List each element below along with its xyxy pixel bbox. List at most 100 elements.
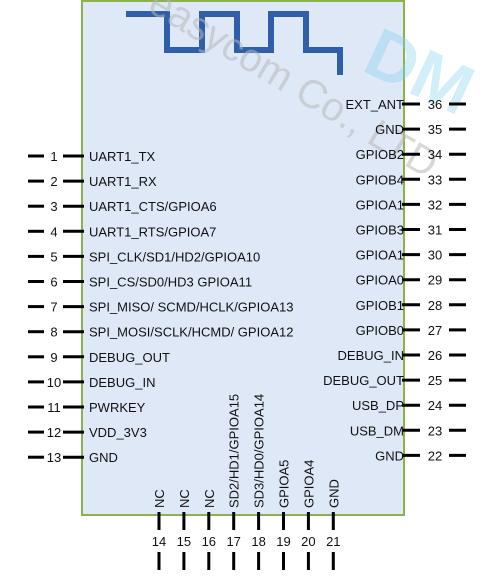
module-body — [81, 0, 405, 516]
pin-number: 12 — [47, 425, 61, 440]
pin-number: 18 — [251, 534, 265, 549]
pin-label: GPIOB1 — [356, 298, 404, 313]
pin-label: UART1_CTS/GPIOA6 — [89, 199, 217, 214]
bottom-pin: 19 GPIOA5 — [276, 460, 292, 570]
pin-number: 7 — [50, 300, 57, 315]
left-pin: 13 GND — [28, 450, 118, 465]
pin-number: 8 — [50, 325, 57, 340]
pin-number: 23 — [428, 423, 442, 438]
pin-label: SPI_CLK/SD1/HD2/GPIOA10 — [89, 249, 260, 264]
pin-number: 3 — [50, 199, 57, 214]
pin-label: GPIOA5 — [277, 460, 292, 508]
left-pin: 10 DEBUG_IN — [28, 375, 155, 390]
pin-label: GPIOA1 — [356, 248, 404, 263]
pin-number: 28 — [428, 298, 442, 313]
right-pin: 30 GPIOA1 — [356, 248, 466, 263]
left-pin: 9 DEBUG_OUT — [28, 350, 170, 365]
right-pin: 23 USB_DM — [350, 423, 466, 438]
pin-label: SPI_MISO/ SCMD/HCLK/GPIOA13 — [89, 300, 293, 315]
pin-label: GPIOA4 — [301, 460, 316, 508]
pin-number: 13 — [47, 450, 61, 465]
pin-label: GND — [89, 450, 118, 465]
pin-number: 21 — [326, 534, 340, 549]
right-pin: 27 GPIOB0 — [356, 323, 466, 338]
pin-number: 9 — [50, 350, 57, 365]
pin-number: 25 — [428, 373, 442, 388]
pin-number: 22 — [428, 448, 442, 463]
right-pin: 28 GPIOB1 — [356, 298, 466, 313]
pin-number: 36 — [428, 97, 442, 112]
bottom-pin: 17 SD2/HD1/GPIOA15 — [226, 394, 242, 570]
pin-number: 20 — [301, 534, 315, 549]
left-pin: 6 SPI_CS/SD0/HD3 GPIOA11 — [28, 275, 252, 290]
pin-label: GND — [375, 122, 404, 137]
pin-label: GPIOA0 — [356, 273, 404, 288]
pin-number: 4 — [50, 224, 57, 239]
right-pin: 29 GPIOA0 — [356, 273, 466, 288]
pin-number: 19 — [276, 534, 290, 549]
pin-label: SPI_MOSI/SCLK/HCMD/ GPIOA12 — [89, 325, 293, 340]
pin-number: 2 — [50, 174, 57, 189]
pin-number: 5 — [50, 249, 57, 264]
left-pin: 5 SPI_CLK/SD1/HD2/GPIOA10 — [28, 249, 260, 264]
pin-label: GND — [375, 448, 404, 463]
bottom-pin: 18 SD3/HD0/GPIOA14 — [251, 394, 267, 570]
pin-label: UART1_TX — [89, 149, 156, 164]
pin-number: 30 — [428, 248, 442, 263]
pin-label: SD2/HD1/GPIOA15 — [227, 394, 242, 508]
left-pin: 7 SPI_MISO/ SCMD/HCLK/GPIOA13 — [28, 300, 293, 315]
left-pin: 1 UART1_TX — [28, 149, 156, 164]
pin-label: GPIOB3 — [356, 223, 404, 238]
left-pin: 3 UART1_CTS/GPIOA6 — [28, 199, 217, 214]
right-pins: 36EXT_ANT35GND34GPIOB233GPIOB432GPIOA131… — [323, 97, 466, 463]
pin-number: 11 — [47, 400, 61, 415]
pin-label: VDD_3V3 — [89, 425, 147, 440]
meander-antenna-icon — [126, 11, 343, 75]
pin-label: DEBUG_IN — [338, 348, 404, 363]
pin-number: 33 — [428, 172, 442, 187]
pin-number: 15 — [177, 534, 191, 549]
bottom-pin: 20 GPIOA4 — [301, 460, 316, 570]
pin-label: NC — [202, 489, 217, 508]
pin-number: 17 — [226, 534, 240, 549]
pin-label: SPI_CS/SD0/HD3 GPIOA11 — [89, 275, 252, 290]
pin-label: DEBUG_OUT — [323, 373, 404, 388]
pin-number: 27 — [428, 323, 442, 338]
right-pin: 22 GND — [375, 448, 466, 463]
pin-number: 1 — [50, 149, 57, 164]
pin-label: NC — [152, 489, 167, 508]
pin-number: 10 — [47, 375, 61, 390]
right-pin: 31 GPIOB3 — [356, 223, 466, 238]
pin-number: 29 — [428, 273, 442, 288]
right-pin: 25 DEBUG_OUT — [323, 373, 466, 388]
pin-number: 34 — [428, 147, 442, 162]
pin-number: 6 — [50, 275, 57, 290]
pin-label: SD3/HD0/GPIOA14 — [252, 394, 267, 508]
left-pin: 8 SPI_MOSI/SCLK/HCMD/ GPIOA12 — [28, 325, 293, 340]
pin-number: 32 — [428, 197, 442, 212]
pin-number: 24 — [428, 398, 442, 413]
pin-label: DEBUG_IN — [89, 375, 155, 390]
pin-label: GPIOB0 — [356, 323, 404, 338]
pin-label: USB_DM — [350, 423, 404, 438]
pin-label: DEBUG_OUT — [89, 350, 170, 365]
pin-label: GPIOB2 — [356, 147, 404, 162]
pin-label: UART1_RTS/GPIOA7 — [89, 224, 216, 239]
pin-label: EXT_ANT — [345, 97, 404, 112]
pin-label: USB_DP — [352, 398, 404, 413]
right-pin: 24 USB_DP — [352, 398, 466, 413]
bottom-pins: 14NC15NC16NC17SD2/HD1/GPIOA1518SD3/HD0/G… — [152, 394, 341, 570]
right-pin: 36 EXT_ANT — [345, 97, 466, 112]
pin-number: 16 — [202, 534, 216, 549]
pin-number: 31 — [428, 223, 442, 238]
